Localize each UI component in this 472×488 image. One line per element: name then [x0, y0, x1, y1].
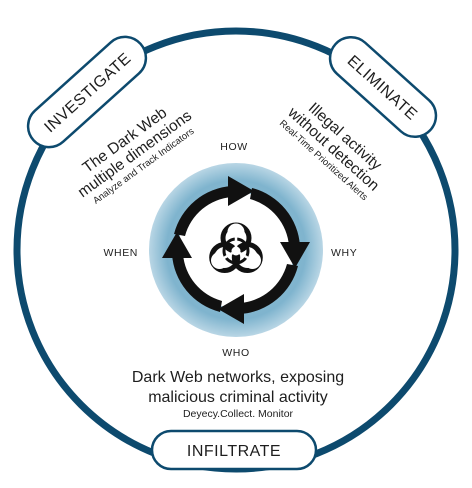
infiltrate-line1: Dark Web networks, exposing: [132, 369, 344, 386]
label-why: WHY: [331, 247, 357, 259]
infiltrate-label: INFILTRATE: [187, 443, 281, 460]
cycle-arrow-bottom: [218, 264, 298, 324]
label-how: HOW: [220, 141, 247, 153]
stage-infiltrate: INFILTRATE: [150, 429, 318, 471]
cycle-arrow-left: [162, 232, 222, 312]
cycle-arrows: [162, 176, 310, 324]
cycle-arrow-right: [250, 188, 310, 268]
label-who: WHO: [222, 347, 249, 359]
cycle-arrow-top: [174, 176, 254, 236]
investigate-pill: [26, 35, 148, 149]
infiltrate-line2: malicious criminal activity: [148, 389, 328, 406]
infiltrate-description: Dark Web networks, exposing malicious cr…: [132, 369, 344, 420]
label-when: WHEN: [104, 247, 138, 259]
eliminate-pill: [328, 35, 438, 139]
infiltrate-subtext: Deyecy.Collect. Monitor: [183, 408, 294, 420]
biohazard-icon: [209, 222, 263, 273]
infiltrate-pill: [150, 429, 318, 471]
